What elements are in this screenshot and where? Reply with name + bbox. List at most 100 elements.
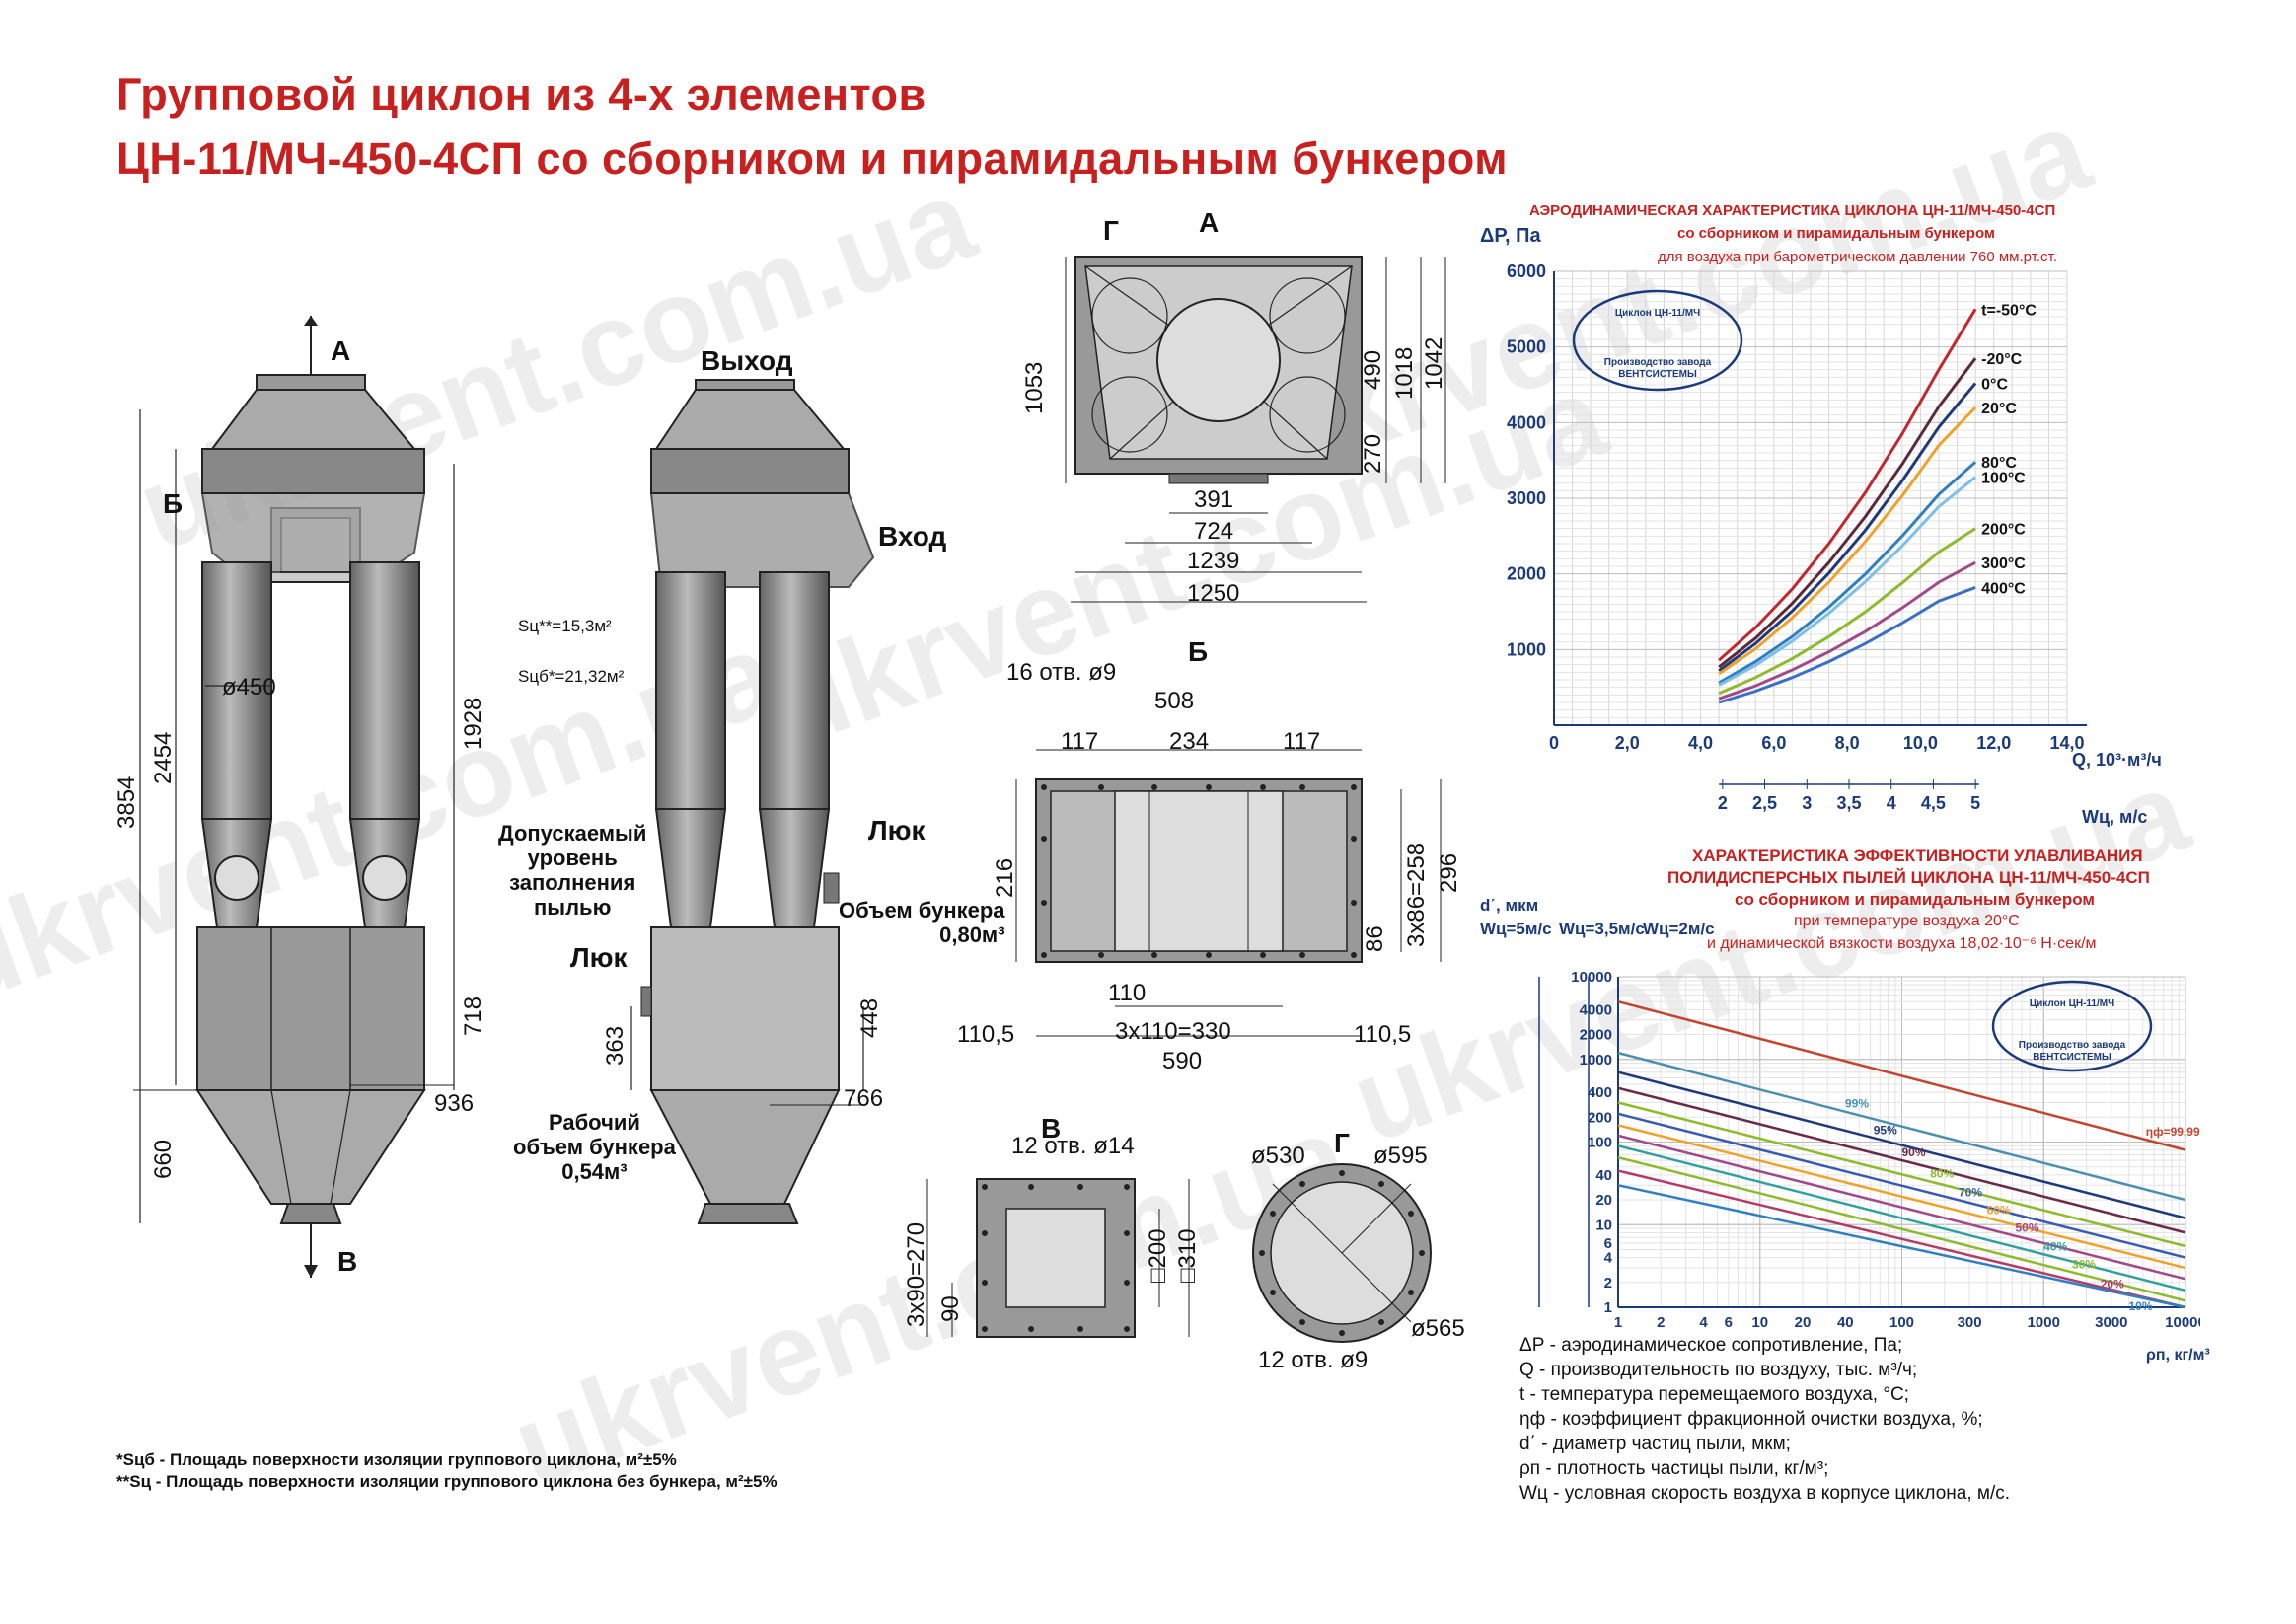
front-dim-660: 660	[150, 1139, 177, 1179]
legend-line-3: t - температура перемещаемого воздуха, °…	[1519, 1384, 1909, 1405]
chart2-series-line	[1617, 1000, 2186, 1151]
flange-b-dim-110-5a: 110,5	[957, 1021, 1015, 1048]
flange-b-drawing	[1015, 749, 1442, 1037]
chart1-x-tick: 6,0	[1761, 733, 1786, 753]
page-title-line2: ЦН-11/МЧ-450-4СП со сборником и пирамида…	[116, 133, 1508, 184]
front-dim-718: 718	[460, 996, 486, 1036]
chart2-stamp-text: Производство завода	[2019, 1040, 2126, 1051]
chart2-x-tick: 2	[1657, 1314, 1665, 1331]
flange-v-dim-200: □200	[1145, 1228, 1171, 1283]
legend-line-1: ΔР - аэродинамическое сопротивление, Па;	[1519, 1335, 1903, 1356]
chart2-series-line	[1617, 1184, 2186, 1309]
top-a-label-a: А	[1199, 207, 1220, 238]
chart1-subtitle: со сборником и пирамидальным бункером	[1677, 225, 1996, 242]
side-exit-label: Выход	[701, 345, 793, 376]
chart2-x-tick: 4	[1699, 1314, 1708, 1331]
side-dim-766: 766	[844, 1085, 884, 1112]
flange-g-dim-595: ø595	[1373, 1143, 1428, 1169]
side-entry-label: Вход	[878, 521, 947, 552]
top-a-dim-391: 391	[1194, 486, 1234, 513]
chart1-stamp-text: ВЕНТСИСТЕМЫ	[1618, 369, 1697, 380]
flange-b-dim-117a: 117	[1061, 728, 1099, 755]
chart2-y-tick: 20	[1595, 1192, 1612, 1209]
chart2-x-tick: 10	[1751, 1314, 1768, 1331]
chart1-series-line	[1718, 476, 1977, 687]
chart2-series-label: 20%	[2101, 1277, 2124, 1291]
chart2-series-line	[1617, 1144, 2186, 1292]
front-label-a: А	[331, 335, 351, 366]
chart1-x-tick: 0	[1549, 733, 1559, 753]
chart2-series-label: 10%	[2129, 1299, 2153, 1313]
chart1-x-tick: 4,0	[1688, 733, 1713, 753]
chart1-y-tick: 1000	[1507, 639, 1546, 659]
chart1-x2-tick: 4,5	[1921, 793, 1946, 813]
footnote-2: **Sц - Площадь поверхности изоляции груп…	[116, 1472, 778, 1491]
chart1-series-line	[1718, 382, 1977, 673]
chart1-x-tick: 14,0	[2049, 733, 2084, 753]
chart2-y-tick: 1	[1604, 1299, 1612, 1316]
front-view-drawing	[133, 316, 455, 1278]
chart2-series-label: 60%	[1987, 1203, 2011, 1217]
chart2-y-tick: 200	[1588, 1109, 1612, 1126]
chart1-y-tick: 3000	[1507, 488, 1546, 508]
top-a-dim-724: 724	[1194, 518, 1234, 545]
flange-b-dim-3x86: 3x86=258	[1403, 842, 1430, 947]
flange-b-label: Б	[1188, 636, 1209, 667]
page-title-line1: Групповой циклон из 4-х элементов	[116, 69, 926, 119]
chart2-x-tick: 20	[1795, 1314, 1812, 1331]
chart2-sub2: со сборником и пирамидальным бункером	[1735, 890, 2095, 909]
chart2-series-label: 99%	[1845, 1097, 1869, 1111]
side-bunker-volume: Объем бункера 0,80м³	[839, 898, 1005, 947]
chart1-y-tick: 6000	[1507, 261, 1546, 281]
flange-b-dim-508: 508	[1154, 688, 1195, 714]
chart1-series-label: t=-50°С	[1981, 302, 2037, 319]
side-hatch-2: Люк	[570, 942, 628, 973]
chart2-series-line	[1617, 1070, 2186, 1219]
chart2-y-tick: 400	[1588, 1084, 1612, 1101]
legend-line-2: Q - производительность по воздуху, тыс. …	[1519, 1360, 1918, 1380]
flange-v-drawing	[926, 1178, 1190, 1338]
front-label-v: В	[337, 1246, 358, 1277]
chart2-series-line	[1617, 1112, 2186, 1259]
top-a-dim-1250: 1250	[1187, 580, 1240, 607]
chart2-w2: Wц=2м/с	[1643, 920, 1715, 938]
chart2-x-tick: 40	[1837, 1314, 1854, 1331]
chart2-series-line	[1617, 1124, 2186, 1270]
chart1-stamp-text: Производство завода	[1604, 357, 1712, 368]
chart2-y-tick: 2	[1604, 1275, 1612, 1292]
legend-line-7: Wц - условная скорость воздуха в корпусе…	[1519, 1483, 2011, 1504]
chart1-series-line	[1718, 586, 1976, 704]
flange-v-label: В	[1041, 1113, 1062, 1144]
front-dim-1928: 1928	[460, 697, 486, 750]
chart2-y-tick: 10000	[1571, 969, 1612, 986]
chart2-series-line	[1617, 1134, 2186, 1281]
chart2-y-tick: 4000	[1580, 1001, 1612, 1018]
chart2-x-tick: 10000	[2165, 1314, 2200, 1331]
front-diameter: ø450	[222, 674, 276, 701]
flange-b-dim-110: 110	[1108, 980, 1147, 1006]
chart2-ylabel: d΄, мкм	[1480, 896, 1539, 915]
top-a-dim-1053: 1053	[1021, 361, 1048, 414]
flange-g-label: Г	[1334, 1128, 1350, 1158]
side-area-2: Sцб*=21,32м²	[518, 667, 625, 686]
flange-b-dim-234: 234	[1169, 728, 1210, 755]
chart1-series-line	[1718, 357, 1977, 669]
top-a-dim-270: 270	[1360, 433, 1386, 474]
chart1-series-label: 200°С	[1981, 522, 2026, 539]
flange-v-dim-3x90: 3x90=270	[903, 1221, 929, 1327]
chart2-sub1: ПОЛИДИСПЕРСНЫХ ПЫЛЕЙ ЦИКЛОНА ЦН-11/МЧ-45…	[1667, 868, 2150, 887]
chart1-series-line	[1718, 308, 1977, 662]
chart1-x2-tick: 2	[1718, 793, 1728, 813]
chart2-series-line	[1617, 1155, 2186, 1302]
top-a-dim-1239: 1239	[1187, 548, 1240, 574]
chart1-series-line	[1718, 527, 1976, 696]
flange-b-dim-110-5b: 110,5	[1354, 1021, 1412, 1048]
chart2-stamp-text: ВЕНТСИСТЕМЫ	[2033, 1052, 2111, 1063]
chart1-title: АЭРОДИНАМИЧЕСКАЯ ХАРАКТЕРИСТИКА ЦИКЛОНА …	[1529, 202, 2056, 219]
chart2-series-label: 50%	[2016, 1221, 2039, 1235]
top-a-dim-1042: 1042	[1421, 336, 1447, 390]
chart1-x2-tick: 3,5	[1836, 793, 1861, 813]
chart2-series-line	[1617, 1169, 2186, 1309]
chart2-x-tick: 6	[1725, 1314, 1733, 1331]
chart1-stamp	[1572, 289, 1743, 392]
